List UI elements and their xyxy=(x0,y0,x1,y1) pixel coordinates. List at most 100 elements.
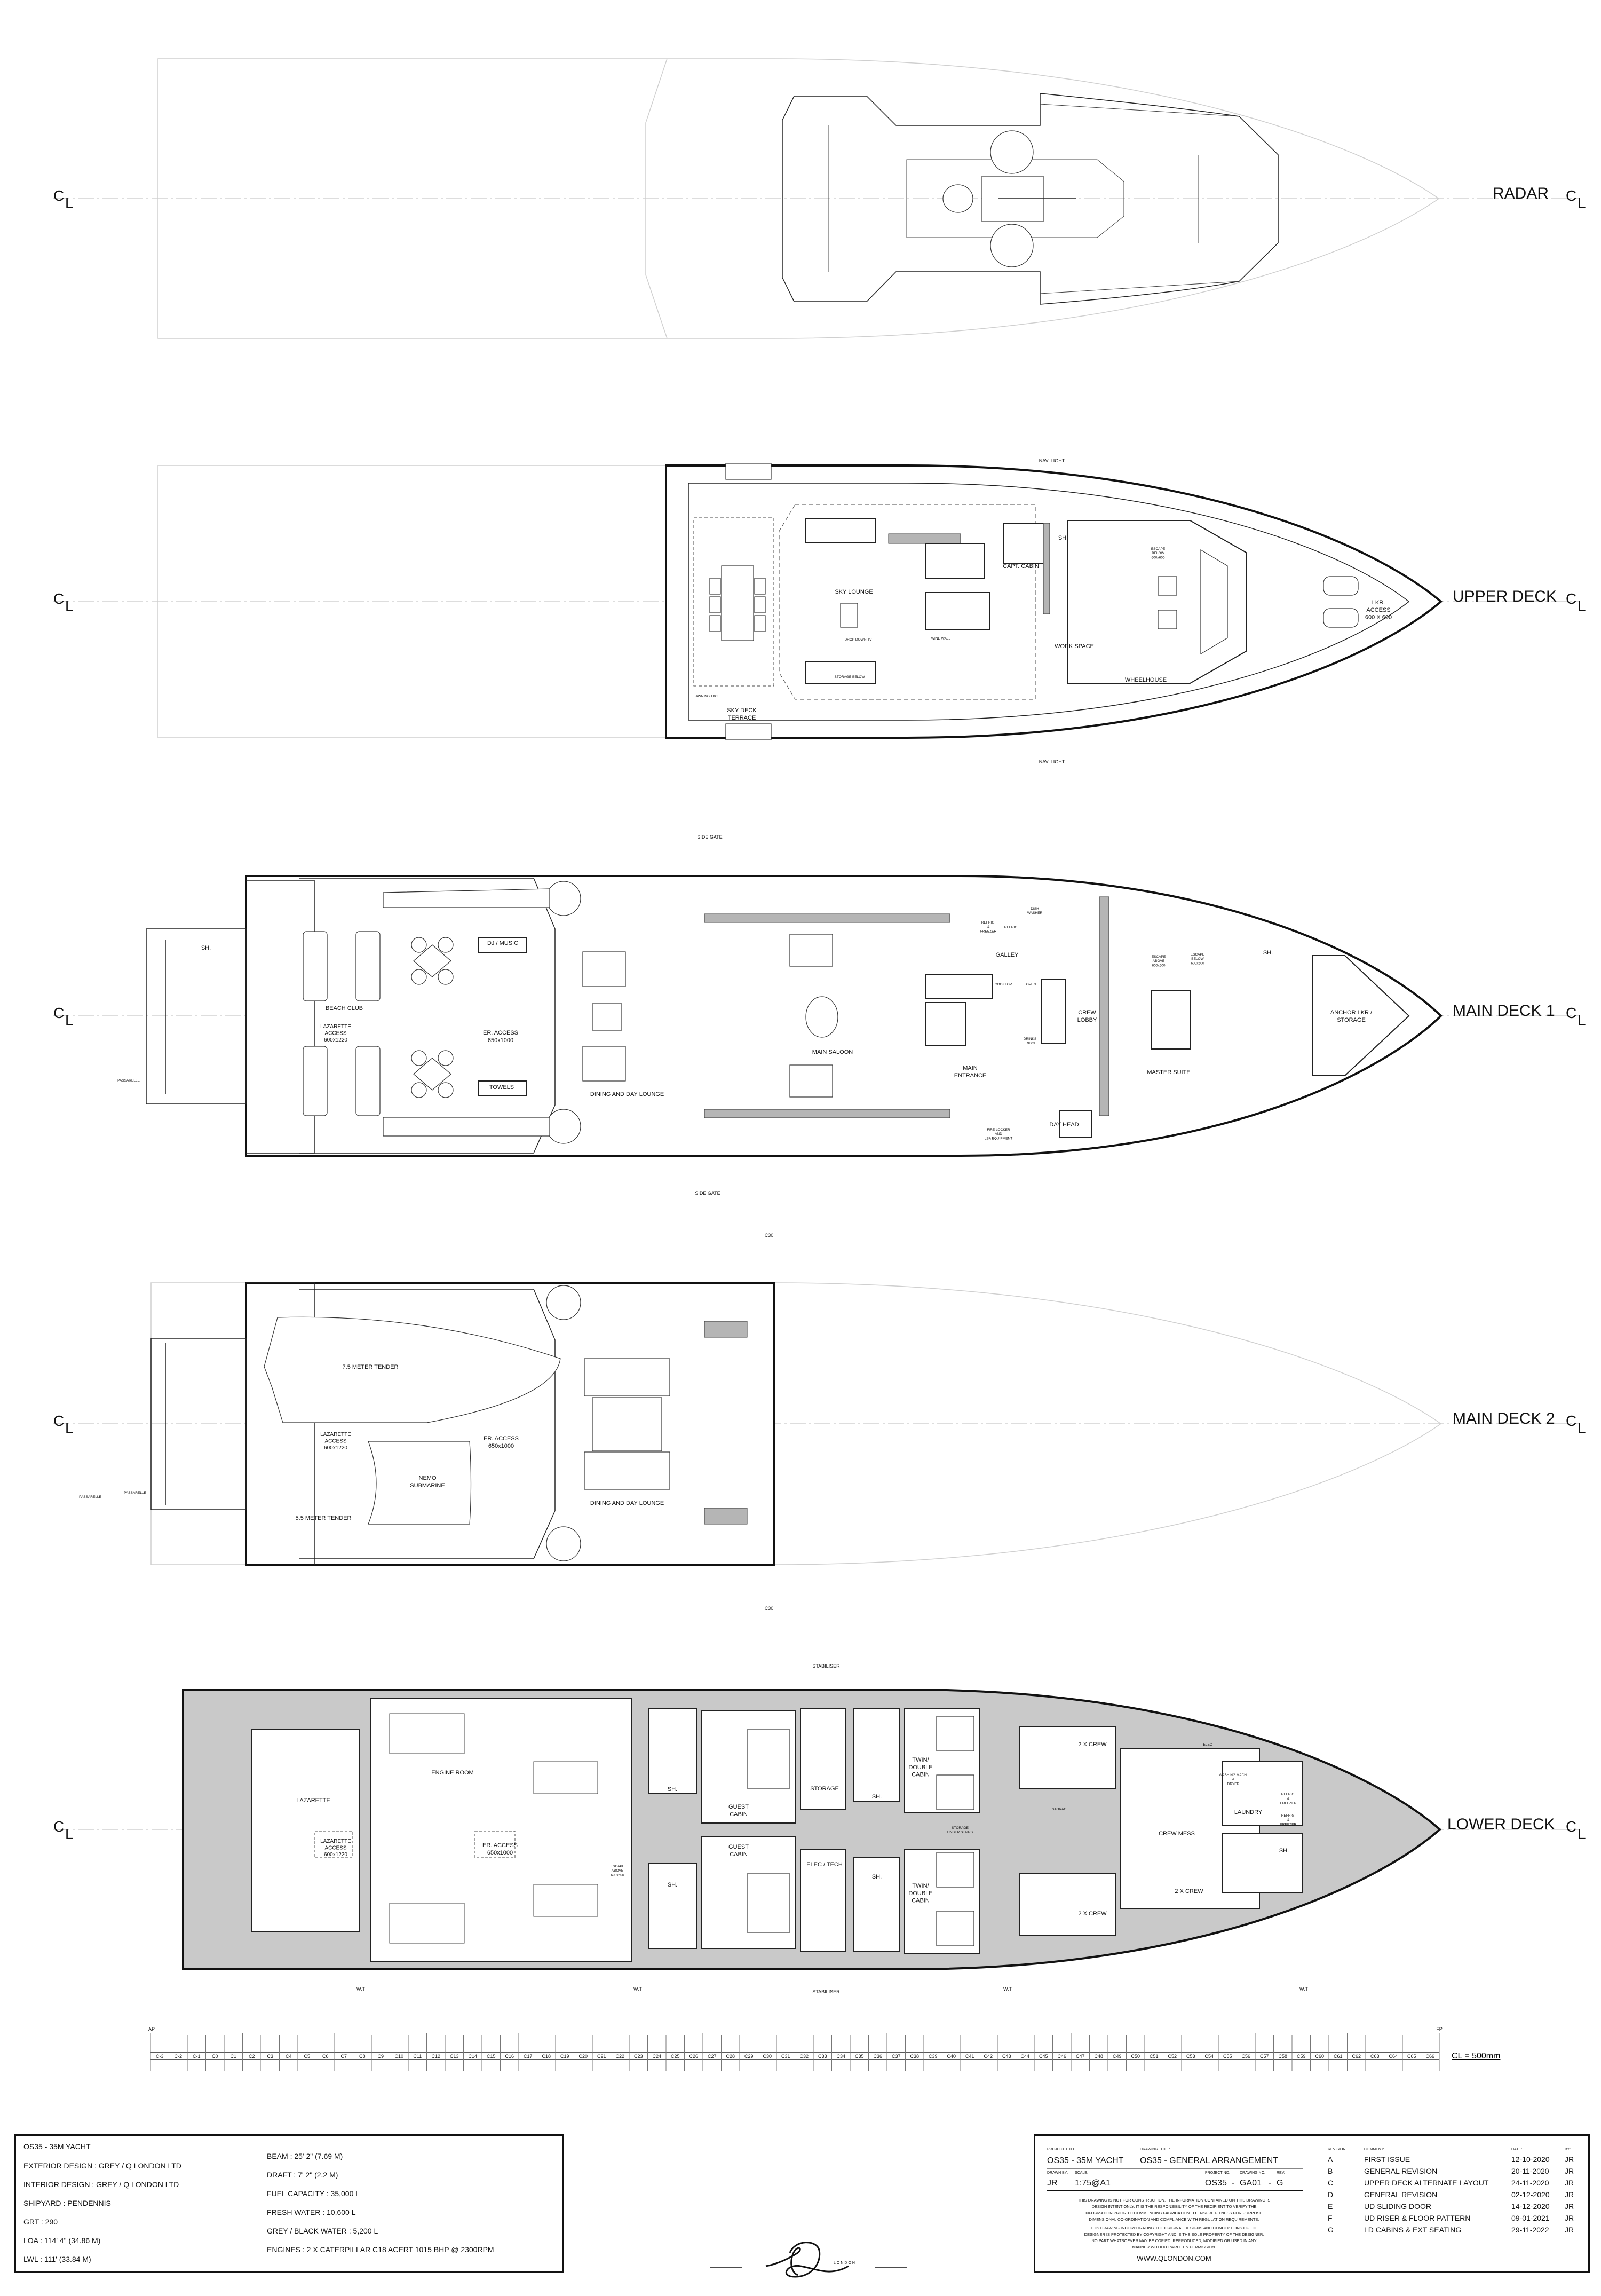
revision-rev: F xyxy=(1328,2214,1333,2222)
room-label-day-head: DAY HEAD xyxy=(1049,1122,1079,1128)
room-label-capt-cabin: CAPT. CABIN xyxy=(1003,563,1039,570)
sofa xyxy=(789,1064,833,1098)
copyright-line: THIS DRAWING INCORPORATING THE ORIGINAL … xyxy=(1090,2226,1258,2230)
drawn-by: JR xyxy=(1047,2179,1058,2188)
spec-item: INTERIOR DESIGN : GREY / Q LONDON LTD xyxy=(23,2180,179,2189)
frame-label: C22 xyxy=(615,2054,624,2059)
frame-label: C11 xyxy=(413,2054,422,2059)
bar-tables xyxy=(411,937,454,1098)
frame-label: C48 xyxy=(1094,2054,1103,2059)
frame-label: C47 xyxy=(1076,2054,1085,2059)
spec-item: GREY / BLACK WATER : 5,200 L xyxy=(267,2227,378,2235)
room-label-sh: SH. xyxy=(668,1786,677,1793)
room-label-passarelle: PASSARELLE xyxy=(124,1491,146,1495)
drawing-no-label: DRAWING NO. xyxy=(1240,2171,1265,2175)
frame-label: C37 xyxy=(892,2054,901,2059)
centerline-symbol: C xyxy=(1566,1413,1576,1429)
room-label-refrig-freezer: REFRIG.&FREEZER xyxy=(980,921,997,933)
revision-date: 24-11-2020 xyxy=(1511,2179,1549,2187)
copyright-line: MANNER WITHOUT WRITTEN PERMISSION. xyxy=(1132,2245,1216,2250)
anchor-winch xyxy=(1323,608,1359,628)
sofa xyxy=(584,1451,670,1490)
deck-label-radar: RADAR xyxy=(1493,185,1549,202)
room-label-nav-light: NAV. LIGHT xyxy=(1039,458,1065,463)
spec-item: LWL : 111' (33.84 M) xyxy=(23,2255,91,2263)
frame-label: C57 xyxy=(1260,2054,1269,2059)
revision-comment: FIRST ISSUE xyxy=(1364,2155,1410,2164)
sofa xyxy=(789,934,833,967)
frame-label: C9 xyxy=(377,2054,384,2059)
centerline-symbol: C xyxy=(1566,1818,1576,1835)
room-label-sh: SH. xyxy=(201,945,211,951)
frame-label: C33 xyxy=(818,2054,827,2059)
bed xyxy=(747,1729,790,1789)
tender-chock xyxy=(725,723,772,740)
frame-label: C25 xyxy=(671,2054,680,2059)
separator: - xyxy=(1232,2179,1235,2188)
frame-label: C30 xyxy=(763,2054,772,2059)
frame-label: C19 xyxy=(560,2054,569,2059)
revision-comment: UD SLIDING DOOR xyxy=(1364,2202,1432,2211)
room-label-elec-tech: ELEC / TECH xyxy=(806,1861,843,1868)
room-label-2-x-crew: 2 X CREW xyxy=(1078,1911,1107,1917)
centerline-symbol: L xyxy=(65,1012,74,1029)
divider xyxy=(1047,2168,1303,2169)
room-label-refrig-freezer: REFRIG.&FREEZER xyxy=(1280,1793,1297,1805)
frame-label: C-2 xyxy=(174,2054,182,2059)
room-label-main-saloon: MAIN SALOON xyxy=(812,1049,853,1055)
title-block: PROJECT TITLE: DRAWING TITLE: OS35 - 35M… xyxy=(1034,2134,1590,2273)
spec-title: OS35 - 35M YACHT xyxy=(23,2142,91,2151)
upper-deck-plan xyxy=(157,463,1443,740)
lower-deck-plan xyxy=(182,1689,1442,1970)
room-label-cooktop: COOKTOP xyxy=(995,983,1012,987)
drawn-by-label: DRAWN BY: xyxy=(1047,2171,1068,2175)
website-link[interactable]: WWW.QLONDON.COM xyxy=(1137,2254,1211,2262)
frame-label: C44 xyxy=(1020,2054,1029,2059)
room-label-dining-and-day-lounge: DINING AND DAY LOUNGE xyxy=(590,1500,664,1506)
room-label-w-t: W.T xyxy=(356,1986,365,1992)
frame-label: C63 xyxy=(1370,2054,1380,2059)
centerline-symbol: C xyxy=(53,590,64,607)
crew-stairs xyxy=(1041,979,1066,1044)
radar-deck-plan xyxy=(157,58,1440,339)
centerline-symbol: L xyxy=(1578,195,1586,211)
room-label-awning-tbc: AWNING TBC xyxy=(695,695,717,698)
centerline-symbol: C xyxy=(1566,590,1576,607)
spec-item: FRESH WATER : 10,600 L xyxy=(267,2208,356,2216)
deck-label-upper: UPPER DECK xyxy=(1453,588,1557,605)
disclaimer-line: DIMENSIONAL CO-ORDINATION AND COMPLIANCE… xyxy=(1089,2217,1259,2222)
frame-label: C50 xyxy=(1131,2054,1140,2059)
revision-by: JR xyxy=(1565,2214,1574,2222)
deck-labels: RADAR UPPER DECK MAIN DECK 1 MAIN DECK 2… xyxy=(1447,185,1557,1833)
frame-label: C45 xyxy=(1039,2054,1048,2059)
spec-item: BEAM : 25' 2" (7.69 M) xyxy=(267,2152,343,2160)
frame-label: C66 xyxy=(1425,2054,1434,2059)
engine-room xyxy=(370,1698,632,1962)
frame-label: C-1 xyxy=(193,2054,201,2059)
helm-chair xyxy=(1158,576,1177,596)
sofa xyxy=(584,1358,670,1396)
frame-label-ap: AP xyxy=(148,2026,155,2032)
room-label-crew-mess: CREW MESS xyxy=(1159,1831,1195,1837)
q-london-logo: LONDON xyxy=(710,2226,907,2285)
room-label-stabiliser: STABILISER xyxy=(812,1663,840,1669)
bed xyxy=(747,1873,790,1933)
spec-item: EXTERIOR DESIGN : GREY / Q LONDON LTD xyxy=(23,2161,181,2170)
mast-base xyxy=(942,184,973,213)
revision-by: JR xyxy=(1565,2179,1574,2187)
frame-label: C46 xyxy=(1057,2054,1066,2059)
main-stairs xyxy=(925,1002,966,1046)
frame-label: C23 xyxy=(634,2054,643,2059)
room-label-side-gate: SIDE GATE xyxy=(697,834,722,840)
revision-date: 02-12-2020 xyxy=(1511,2190,1550,2199)
revision-rev: B xyxy=(1328,2167,1333,2175)
frame-label: C3 xyxy=(267,2054,273,2059)
frame-label: C14 xyxy=(468,2054,477,2059)
frame-label: C7 xyxy=(340,2054,347,2059)
